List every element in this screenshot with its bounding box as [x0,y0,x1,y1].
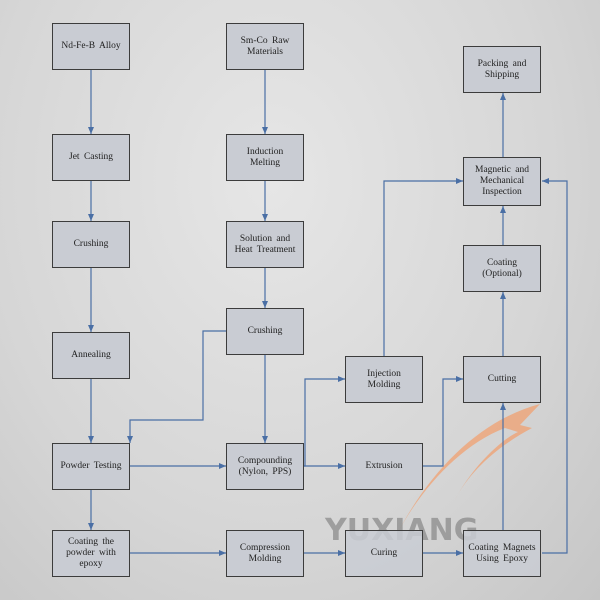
arrow-crushing2-powder [127,330,226,443]
node-crushing-smco: Crushing [226,308,304,355]
node-coating-magnets: Coating Magnets Using Epoxy [463,530,541,577]
node-extrusion: Extrusion [345,443,423,490]
arrow-extrusion-cutting [423,376,463,467]
node-jet-casting: Jet Casting [52,134,130,181]
arrow-coatingmagnets-inspection [542,178,568,554]
node-ndfeb-alloy: Nd-Fe-B Alloy [52,23,130,70]
node-solution-heat: Solution and Heat Treatment [226,221,304,268]
arrow-injection-inspection [383,178,463,356]
node-coating-optional: Coating (Optional) [463,245,541,292]
node-induction-melting: Induction Melting [226,134,304,181]
node-smco-raw: Sm-Co Raw Materials [226,23,304,70]
node-cutting: Cutting [463,356,541,403]
node-packing-shipping: Packing and Shipping [463,46,541,93]
node-curing: Curing [345,530,423,577]
node-compounding: Compounding (Nylon, PPS) [226,443,304,490]
node-injection-molding: Injection Molding [345,356,423,403]
node-inspection: Magnetic and Mechanical Inspection [463,157,541,206]
arrow-compounding-injection [304,376,345,467]
node-compression-molding: Compression Molding [226,530,304,577]
node-coating-powder: Coating the powder with epoxy [52,530,130,577]
node-annealing: Annealing [52,332,130,379]
node-crushing-ndfeb: Crushing [52,221,130,268]
node-powder-testing: Powder Testing [52,443,130,490]
